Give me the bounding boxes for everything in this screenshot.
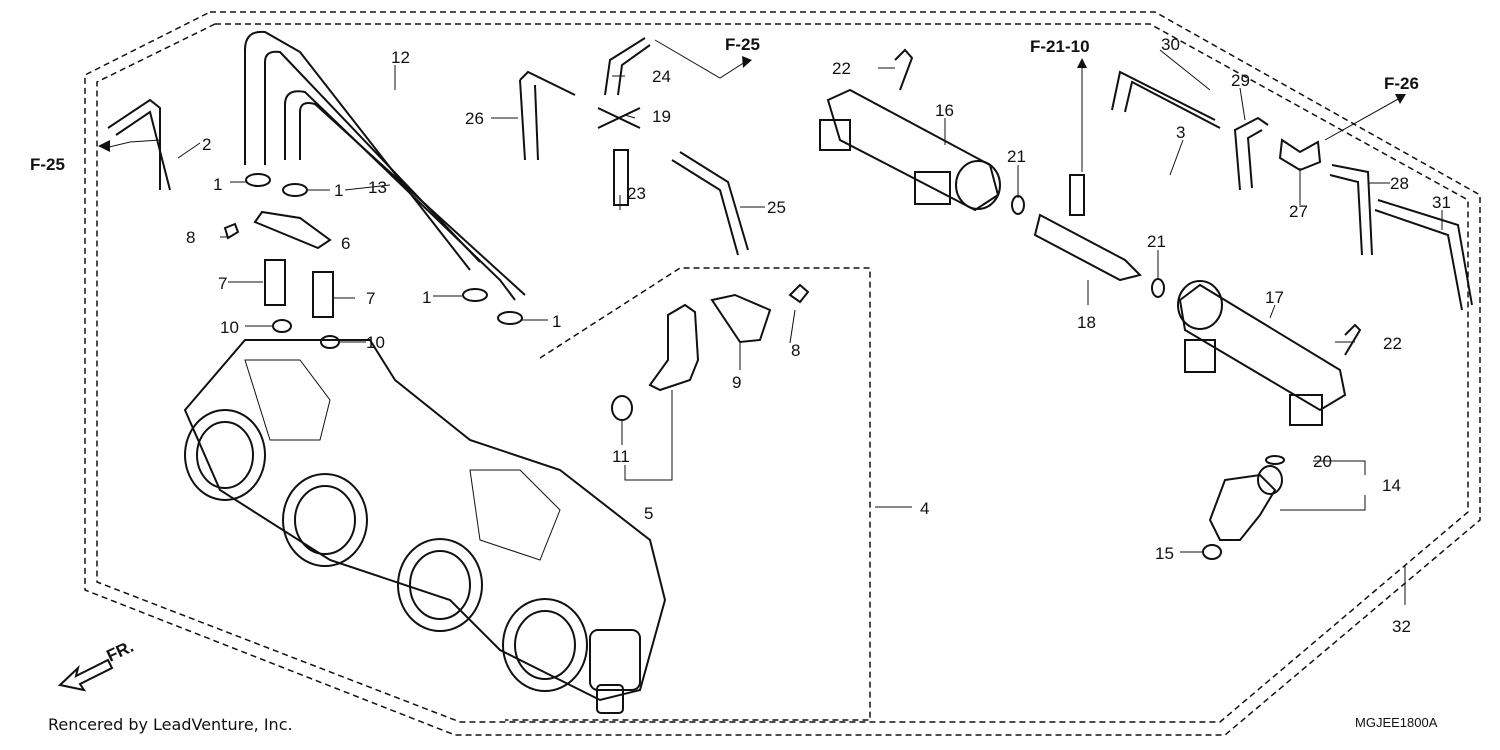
bolt-8-left — [223, 222, 240, 240]
part-label: 30 — [1161, 35, 1180, 54]
hose-24 — [604, 37, 651, 96]
joint-27 — [1278, 138, 1322, 172]
part-label: 21 — [1007, 147, 1026, 166]
joint-19 — [597, 107, 641, 129]
figure-reference: F-25 — [725, 35, 760, 54]
part-label: 32 — [1392, 617, 1411, 636]
cover-9 — [710, 293, 772, 344]
part-label: 29 — [1231, 71, 1250, 90]
render-credit: Rencered by LeadVenture, Inc. — [48, 715, 293, 734]
front-arrow-icon — [57, 658, 114, 692]
o-ring-21-a — [1011, 195, 1025, 215]
part-label: 13 — [368, 178, 387, 197]
part-label: 15 — [1155, 544, 1174, 563]
leader-lines — [104, 39, 1443, 605]
part-label: 28 — [1390, 174, 1409, 193]
washer-10-left — [272, 319, 292, 333]
part-label: 10 — [366, 333, 385, 352]
part-label: 12 — [391, 48, 410, 67]
cushion-ring-15 — [1202, 544, 1222, 560]
hose-26 — [519, 70, 576, 161]
clip-1-b — [282, 183, 308, 197]
figure-reference: F-26 — [1384, 74, 1419, 93]
part-label: 27 — [1289, 202, 1308, 221]
figure-reference: F-21-10 — [1030, 37, 1090, 56]
part-label: 22 — [832, 59, 851, 78]
part-label: 7 — [218, 274, 227, 293]
packing-11 — [611, 395, 633, 421]
clip-1-d — [497, 311, 523, 325]
throttle-body-assembly — [183, 339, 667, 714]
part-label: 1 — [213, 175, 222, 194]
part-label: 9 — [732, 373, 741, 392]
injector-14 — [1202, 455, 1285, 560]
part-label: 6 — [341, 234, 350, 253]
bolt-8-right — [788, 283, 810, 304]
outer-assembly-boundary — [84, 11, 1481, 736]
figure-reference: F-25 — [30, 155, 65, 174]
diagram-code: MGJEE1800A — [1355, 715, 1438, 730]
o-ring-21-b — [1151, 278, 1165, 298]
sensor-5 — [648, 303, 700, 392]
part-label: 10 — [220, 318, 239, 337]
bolt-22-lower — [1344, 323, 1362, 356]
part-label: 24 — [652, 67, 671, 86]
part-label: 21 — [1147, 232, 1166, 251]
clip-1-a — [245, 173, 271, 187]
part-label: 22 — [1383, 334, 1402, 353]
part-label: 17 — [1265, 288, 1284, 307]
arrow-head-f26 — [1395, 94, 1406, 104]
joint-7-left — [264, 259, 286, 306]
arrow-head-f25-left — [98, 140, 110, 152]
part-label: 26 — [465, 109, 484, 128]
seal-ring-20 — [1265, 455, 1285, 465]
hose-23 — [613, 149, 629, 206]
part-label: 4 — [920, 499, 929, 518]
part-label: 3 — [1176, 123, 1185, 142]
part-label: 18 — [1077, 313, 1096, 332]
part-label: 14 — [1382, 476, 1401, 495]
bolt-22-upper — [894, 48, 914, 91]
throttle-body-group-boundary — [505, 267, 871, 721]
arrow-head-f25-top — [742, 56, 752, 68]
part-label: 2 — [202, 135, 211, 154]
hose-31 — [1374, 199, 1473, 311]
clamp-6 — [253, 210, 332, 250]
part-label: 8 — [791, 341, 800, 360]
joint-7-right — [312, 271, 334, 318]
hose-30 — [1111, 70, 1221, 129]
clip-1-c — [462, 288, 488, 302]
hose-12-13 — [244, 30, 526, 301]
part-label: 31 — [1432, 193, 1451, 212]
hose-28 — [1329, 164, 1373, 256]
part-label: 11 — [612, 447, 630, 466]
part-label: 5 — [644, 504, 653, 523]
part-label: 20 — [1313, 452, 1332, 471]
part-label: 19 — [652, 107, 671, 126]
part-label: 23 — [627, 184, 646, 203]
part-label: 8 — [186, 228, 195, 247]
washer-10-right — [320, 335, 340, 349]
part-label: 1 — [422, 288, 431, 307]
fuel-rail-17 — [1177, 280, 1347, 426]
part-label: 16 — [935, 101, 954, 120]
hose-25 — [671, 151, 749, 256]
inner-assembly-boundary — [96, 23, 1469, 723]
part-label: 25 — [767, 198, 786, 217]
hose-29 — [1233, 116, 1269, 191]
arrow-head-f21 — [1077, 58, 1087, 68]
fuel-rail-16 — [819, 88, 1001, 212]
part-label: 1 — [334, 181, 343, 200]
part-label: 1 — [552, 312, 561, 331]
part-label: 7 — [366, 289, 375, 308]
joint-18 — [1033, 174, 1142, 282]
